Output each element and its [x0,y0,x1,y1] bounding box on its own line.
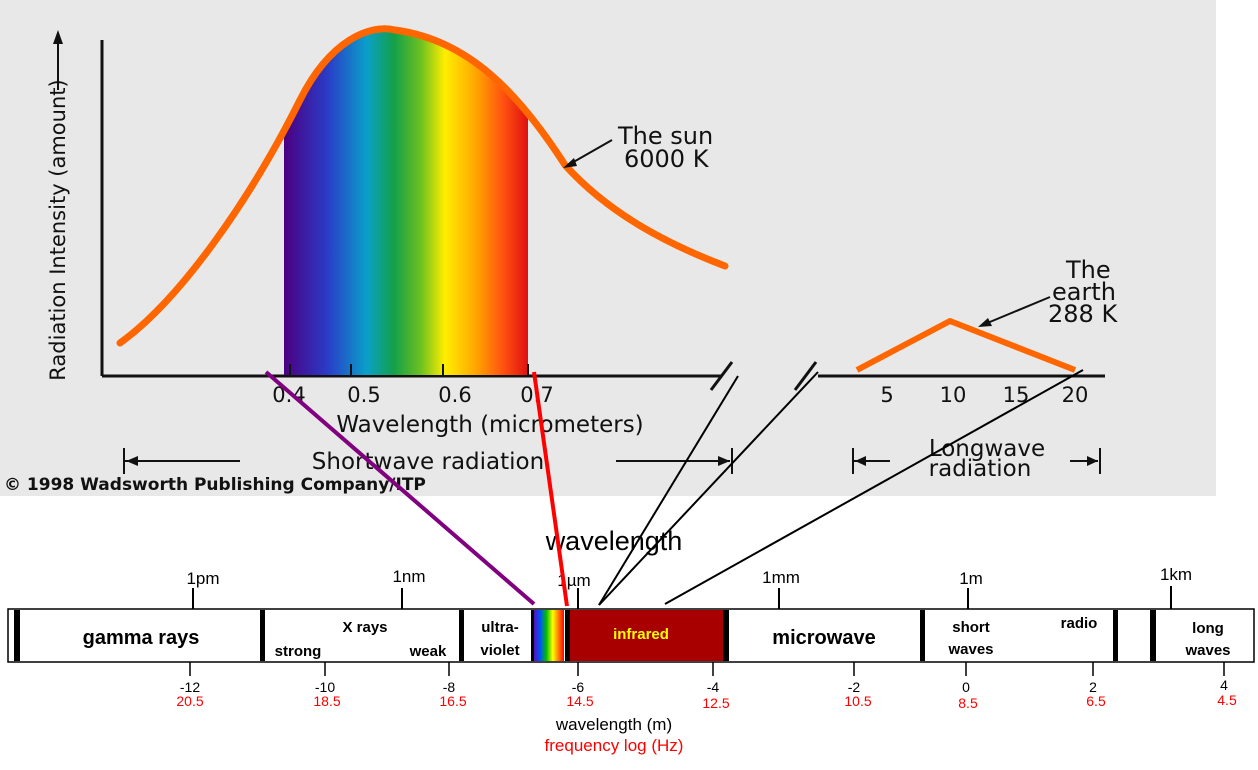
sun-label-line1: The sun [617,122,713,150]
axis-break-left [709,361,734,391]
x-rays-label: X rays [342,619,387,636]
freq-16-5: 16.5 [439,693,466,709]
copyright: © 1998 Wadsworth Publishing Company/ITP [4,475,426,495]
exponent-ticks [189,662,1225,676]
infrared-connector-line-2 [598,371,819,606]
infrared-connector-line-1 [598,375,739,606]
exp-0: 0 [962,679,970,695]
exp-4: 4 [1220,677,1228,693]
microwave-label: microwave [772,627,875,649]
earth-label-arrowhead [978,318,992,327]
wavelength-exponents: -12 -10 -8 -6 -4 -2 0 2 4 [180,677,1228,695]
chart-background [0,0,1216,496]
longwave-arrowhead-right [1087,456,1098,466]
earth-label-line3: 288 K [1048,300,1118,328]
visible-ticks [289,364,529,376]
exp-minus-8: -8 [443,679,456,695]
x-rays-weak-label: weak [409,643,447,660]
shortwave-arrowhead-left [126,456,138,466]
short-waves-label-line1: short [952,619,990,636]
freq-6-5: 6.5 [1086,693,1106,709]
longwave-arrowhead-left [855,456,866,466]
infrared-band [569,610,726,661]
freq-18-5: 18.5 [313,693,340,709]
infrared-connector-line-3 [664,369,1084,605]
violet-connector-line [264,370,536,606]
band-separators [14,610,1156,661]
tick-0-5: 0.5 [347,383,380,407]
tick-0-6: 0.6 [438,383,471,407]
shortwave-arrowhead-right [718,456,730,466]
earth-label-line2: earth [1052,278,1116,306]
exp-minus-10: -10 [315,679,335,695]
long-waves-label-line1: long [1192,620,1224,637]
y-axis-arrow [53,30,63,44]
ultraviolet-label-line2: violet [480,642,519,659]
freq-12-5: 12.5 [702,695,729,711]
sun-label-arrow [569,139,613,165]
marker-1nm: 1nm [392,567,425,586]
marker-1pm: 1pm [186,569,219,588]
tick-20: 20 [1062,383,1089,407]
marker-1mm: 1mm [762,568,800,587]
marker-1m: 1m [959,569,983,588]
y-axis-label: Radiation Intensity (amount) [46,79,70,380]
longwave-label-line2: radiation [929,456,1032,482]
sun-label-arrowhead [563,158,577,168]
exp-minus-12: -12 [180,679,200,695]
red-connector-line [532,371,569,607]
exp-minus-4: -4 [707,679,720,695]
exp-2: 2 [1089,679,1097,695]
radio-label: radio [1061,615,1098,632]
axis-break-right [793,361,818,391]
wavelength-axis-label: wavelength (m) [555,715,672,734]
earth-curve [855,318,1077,373]
x-axis-label: Wavelength (micrometers) [336,412,643,438]
sun-curve [116,25,729,347]
sun-label-line2: 6000 K [624,145,710,173]
earth-label-line1: The [1065,256,1111,284]
tick-10: 10 [940,383,967,407]
frequency-logs: 20.5 18.5 16.5 14.5 12.5 10.5 8.5 6.5 4.… [176,692,1237,711]
freq-8-5: 8.5 [958,695,978,711]
short-waves-label-line2: waves [947,641,993,658]
tick-5: 5 [880,383,893,407]
visible-spectrum-fill [284,28,528,375]
ultraviolet-label-line1: ultra- [481,619,519,636]
frequency-axis-label: frequency log (Hz) [545,736,684,755]
visible-band [532,610,564,661]
freq-10-5: 10.5 [844,693,871,709]
marker-1km: 1km [1160,565,1192,584]
infrared-label: infrared [613,626,669,643]
gamma-rays-label: gamma rays [83,627,200,649]
spectrum-title: wavelength [545,526,683,556]
exp-minus-2: -2 [848,679,861,695]
longwave-label-line1: Longwave [929,436,1045,462]
freq-4-5: 4.5 [1217,692,1237,708]
long-waves-label-line2: waves [1184,642,1230,659]
exp-minus-6: -6 [572,679,585,695]
earth-label-arrow [984,296,1051,325]
shortwave-label: Shortwave radiation [312,449,544,475]
x-rays-strong-label: strong [275,643,322,660]
wavelength-marker-ticks [192,586,1172,609]
freq-20-5: 20.5 [176,693,203,709]
freq-14-5: 14.5 [566,693,593,709]
